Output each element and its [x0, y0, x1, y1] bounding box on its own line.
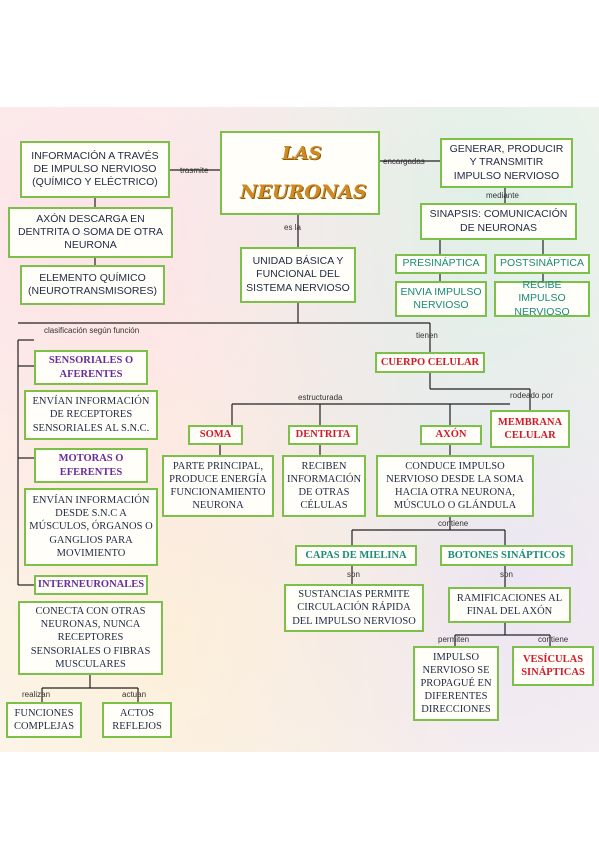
- label-son-2: son: [500, 570, 513, 579]
- label-transmite: trasmite: [180, 166, 209, 175]
- label-contiene-2: contiene: [538, 635, 569, 644]
- label-es-la: es la: [284, 223, 301, 232]
- title-line2: NEURONAS: [240, 181, 367, 203]
- funciones-box: FUNCIONES COMPLEJAS: [6, 702, 82, 738]
- vesiculas-box: VESÍCULAS SINÁPTICAS: [512, 646, 594, 686]
- label-rodeado-por: rodeado por: [510, 391, 554, 400]
- axon-desc-box: CONDUCE IMPULSO NERVIOSO DESDE LA SOMA H…: [376, 455, 534, 517]
- label-clasificacion: clasificación según función: [44, 326, 140, 335]
- axon-box: AXÓN: [420, 425, 482, 445]
- envia-box: ENVIA IMPULSO NERVIOSO: [395, 281, 487, 317]
- sensoriales-desc-box: ENVÍAN INFORMACIÓN DE RECEPTORES SENSORI…: [24, 390, 158, 440]
- interneuronales-box: INTERNEURONALES: [34, 575, 148, 595]
- label-son-1: son: [347, 570, 360, 579]
- capas-desc-box: SUSTANCIAS PERMITE CIRCULACIÓN RÁPIDA DE…: [284, 584, 424, 632]
- interneuronales-desc-box: CONECTA CON OTRAS NEURONAS, NUNCA RECEPT…: [18, 601, 163, 675]
- generar-box: GENERAR, PRODUCIR Y TRANSMITIR IMPULSO N…: [440, 138, 573, 188]
- elemento-box: ELEMENTO QUÍMICO (NEUROTRANSMISORES): [20, 265, 165, 305]
- motoras-desc-box: ENVÍAN INFORMACIÓN DESDE S.N.C A MÚSCULO…: [24, 488, 158, 566]
- label-estructurada: estructurada: [298, 393, 343, 402]
- actos-box: ACTOS REFLEJOS: [102, 702, 172, 738]
- membrana-box: MEMBRANA CELULAR: [490, 410, 570, 448]
- dentrita-box: DENTRITA: [288, 425, 358, 445]
- sinapsis-box: SINAPSIS: COMUNICACIÓN DE NEURONAS: [420, 203, 577, 240]
- label-mediante: mediante: [486, 191, 519, 200]
- motoras-box: MOTORAS O EFERENTES: [34, 448, 148, 483]
- dentrita-desc-box: RECIBEN INFORMACIÓN DE OTRAS CÉLULAS: [282, 455, 366, 517]
- recibe-box: RECIBE IMPULSO NERVIOSO: [494, 279, 590, 318]
- title-box: LAS NEURONAS: [220, 131, 380, 215]
- axon-descarga-box: AXÓN DESCARGA EN DENTRITA O SOMA DE OTRA…: [8, 207, 173, 258]
- title-line1: LAS: [282, 143, 322, 164]
- presinaptica-box: PRESINÁPTICA: [395, 254, 487, 274]
- ramificaciones-box: RAMIFICACIONES AL FINAL DEL AXÓN: [448, 587, 571, 623]
- sensoriales-box: SENSORIALES O AFERENTES: [34, 350, 148, 385]
- label-actuan: actuan: [122, 690, 147, 699]
- label-encargadas: encargadas: [383, 157, 425, 166]
- cuerpo-celular-box: CUERPO CELULAR: [375, 352, 485, 373]
- postsinaptica-box: POSTSINÁPTICA: [494, 254, 590, 274]
- label-realizan: realizan: [22, 690, 51, 699]
- unidad-box: UNIDAD BÁSICA Y FUNCIONAL DEL SISTEMA NE…: [240, 247, 356, 303]
- soma-box: SOMA: [188, 425, 243, 445]
- soma-desc-box: PARTE PRINCIPAL, PRODUCE ENERGÍA FUNCION…: [162, 455, 274, 517]
- label-permiten: permiten: [438, 635, 470, 644]
- botones-sinapticos-box: BOTONES SINÁPTICOS: [440, 545, 573, 566]
- capas-mielina-box: CAPAS DE MIELINA: [295, 545, 417, 566]
- impulso-box: IMPULSO NERVIOSO SE PROPAGUÉ EN DIFERENT…: [413, 646, 499, 721]
- label-contiene: contiene: [438, 519, 469, 528]
- info-box: INFORMACIÓN A TRAVÉS DE IMPULSO NERVIOSO…: [20, 141, 170, 198]
- label-tienen: tienen: [416, 331, 438, 340]
